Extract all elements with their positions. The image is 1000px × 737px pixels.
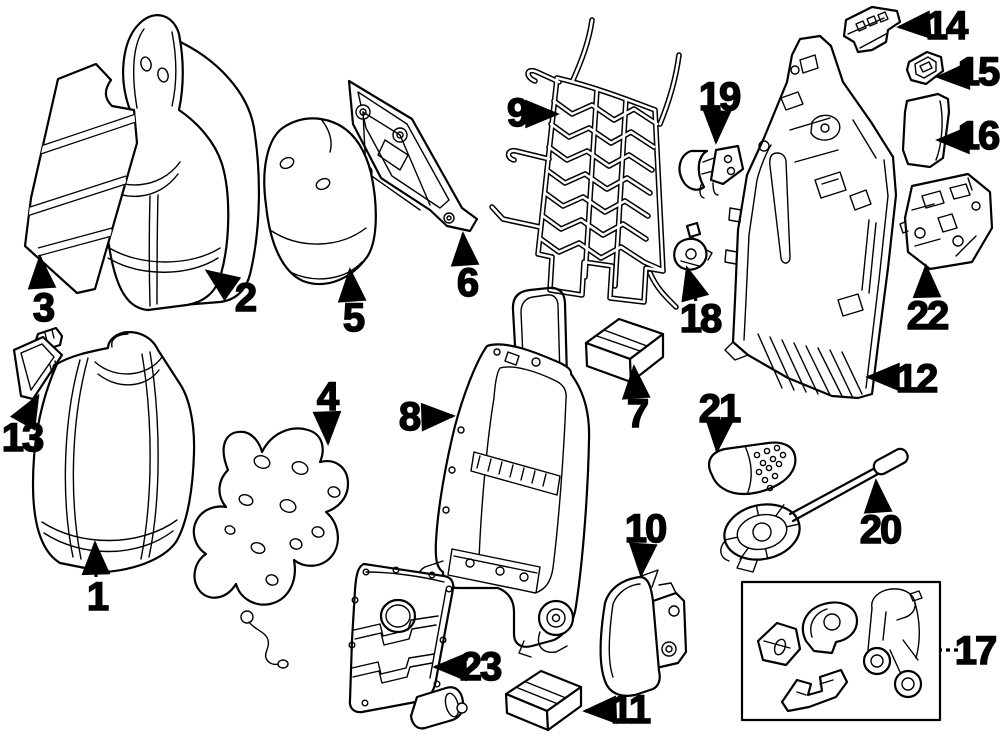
callout-7-label: 7 xyxy=(627,392,648,436)
part-4-lumbar-foam-pad-illustration xyxy=(192,427,350,669)
part-16-foam-pad-illustration xyxy=(901,92,951,169)
part-5-side-shield-illustration xyxy=(263,117,377,286)
part-13-side-member-illustration xyxy=(12,326,66,402)
callout-7-arrow xyxy=(621,364,651,400)
part-14-headrest-guide-illustration xyxy=(842,5,902,54)
callout-22[interactable]: 22 xyxy=(906,263,951,339)
callout-4-label: 4 xyxy=(317,375,340,419)
callout-8-label: 8 xyxy=(399,395,421,439)
part-15-guide-sleeve-illustration xyxy=(905,50,945,86)
callout-4[interactable]: 4 xyxy=(312,374,343,446)
callout-1-label: 1 xyxy=(87,575,109,619)
callout-8[interactable]: 8 xyxy=(398,394,456,440)
part-22-side-bracket-illustration xyxy=(899,172,994,271)
part-12-seat-back-panel-illustration xyxy=(724,34,898,400)
callout-23-label: 23 xyxy=(460,645,501,689)
callout-18[interactable]: 18 xyxy=(679,265,725,342)
callout-14-label: 14 xyxy=(926,4,969,48)
callout-10[interactable]: 10 xyxy=(624,506,669,578)
callout-19[interactable]: 19 xyxy=(698,74,743,145)
callout-22-label: 22 xyxy=(907,294,948,338)
callout-8-arrow xyxy=(420,402,456,432)
callout-2-arrow xyxy=(204,269,242,302)
part-1-seat-back-cover-illustration xyxy=(31,331,196,574)
callout-9-label: 9 xyxy=(507,91,528,135)
callout-3-label: 3 xyxy=(33,286,54,330)
callout-15-arrow xyxy=(935,61,971,91)
part-23-back-panel-motor-illustration xyxy=(348,562,468,730)
callout-22-arrow xyxy=(912,263,942,299)
callout-6-label: 6 xyxy=(457,261,478,305)
part-11-module-box-illustration xyxy=(504,669,583,732)
callout-13-arrow xyxy=(9,393,40,431)
part-20-torsion-rod-illustration xyxy=(720,447,909,573)
part-2-seat-back-pad-illustration xyxy=(95,14,260,312)
callout-14[interactable]: 14 xyxy=(896,3,972,49)
callout-17-label: 17 xyxy=(955,629,996,673)
callout-21[interactable]: 21 xyxy=(698,386,744,454)
callout-20-arrow xyxy=(863,478,893,514)
callout-12[interactable]: 12 xyxy=(865,356,940,402)
callout-2[interactable]: 2 xyxy=(204,269,259,321)
callout-11-arrow xyxy=(582,695,618,725)
callout-21-arrow xyxy=(705,418,734,454)
part-10-bolster-pad-illustration xyxy=(599,569,688,697)
callout-23[interactable]: 23 xyxy=(432,644,504,690)
part-7-module-box-illustration xyxy=(584,317,665,384)
callout-11-label: 11 xyxy=(611,688,651,732)
callout-18-label: 18 xyxy=(680,297,722,341)
callout-19-label: 19 xyxy=(699,75,740,119)
callout-16[interactable]: 16 xyxy=(935,113,1000,159)
callout-17[interactable]: 17 xyxy=(941,628,999,674)
callout-3-arrow xyxy=(27,254,57,290)
callout-7[interactable]: 7 xyxy=(621,364,651,437)
callout-13[interactable]: 13 xyxy=(1,393,46,461)
callout-5-label: 5 xyxy=(343,296,365,340)
callout-9[interactable]: 9 xyxy=(506,90,560,136)
callout-12-label: 12 xyxy=(896,357,937,401)
part-18-lock-illustration xyxy=(673,221,713,271)
callout-15[interactable]: 15 xyxy=(935,49,1000,95)
part-19-latch-bracket-illustration xyxy=(678,144,745,199)
callout-1-arrow xyxy=(81,540,111,578)
callout-3[interactable]: 3 xyxy=(27,254,57,331)
part-9-lumbar-wire-mat-illustration xyxy=(492,20,679,307)
callout-6[interactable]: 6 xyxy=(450,231,481,306)
part-21-round-cover-illustration xyxy=(708,441,797,496)
callout-16-label: 16 xyxy=(958,114,999,158)
callout-20-label: 20 xyxy=(860,508,901,552)
callout-10-label: 10 xyxy=(625,507,666,551)
callout-5[interactable]: 5 xyxy=(337,267,368,341)
callout-20[interactable]: 20 xyxy=(859,478,904,553)
callout-15-label: 15 xyxy=(958,50,1000,94)
callout-10-arrow xyxy=(628,542,658,578)
part-8-seat-frame-illustration xyxy=(418,286,591,658)
callout-18-arrow xyxy=(681,265,710,303)
callout-21-label: 21 xyxy=(699,387,741,431)
part-3-perforated-panel-illustration xyxy=(23,62,139,295)
callout-4-arrow xyxy=(312,410,342,446)
callout-13-label: 13 xyxy=(2,416,43,460)
callout-19-arrow xyxy=(702,109,732,145)
callout-2-label: 2 xyxy=(235,276,256,320)
callout-14-arrow xyxy=(896,10,932,40)
callout-11[interactable]: 11 xyxy=(582,687,654,733)
callout-6-arrow xyxy=(450,231,480,267)
callout-5-arrow xyxy=(337,267,367,303)
part-17-hardware-kit-illustration xyxy=(740,580,942,722)
